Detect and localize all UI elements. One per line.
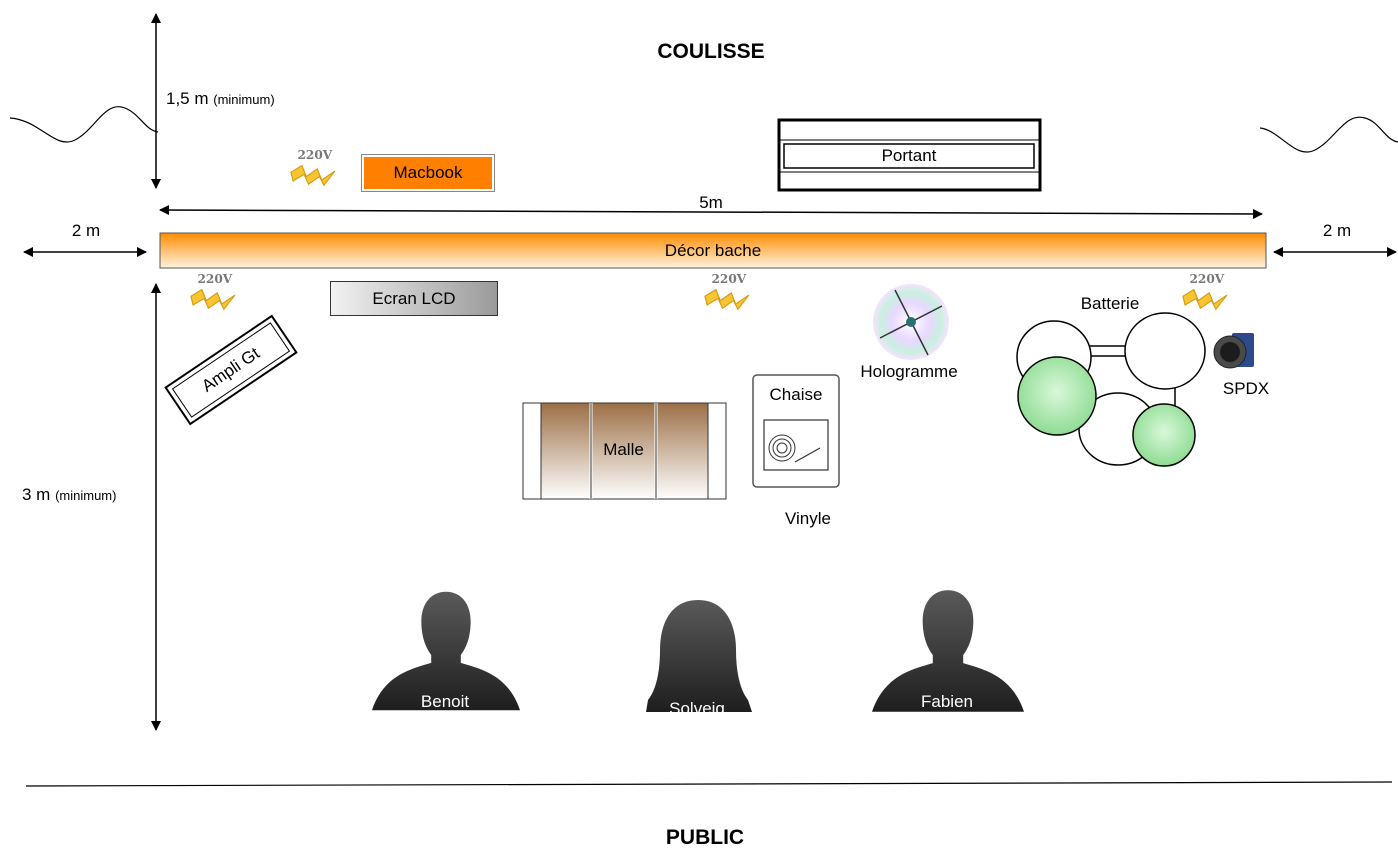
macbook-box: Macbook bbox=[361, 154, 495, 192]
public-title: PUBLIC bbox=[665, 826, 745, 849]
backstage-depth-label: 1,5 m (minimum) bbox=[166, 89, 275, 108]
decor-bache-label: Décor bache bbox=[664, 240, 762, 260]
power-icon bbox=[190, 272, 236, 310]
person-solveig-label: Solveig bbox=[669, 699, 725, 718]
hologramme-label: Hologramme bbox=[860, 362, 958, 381]
stage-edge-line bbox=[25, 781, 1393, 787]
decor-bache-shape bbox=[159, 232, 1267, 269]
vinyle-label: Vinyle bbox=[785, 509, 831, 528]
person-solveig-icon bbox=[646, 600, 752, 712]
power-icon bbox=[290, 148, 336, 186]
chaise-label: Chaise bbox=[769, 385, 823, 404]
malle-label: Malle bbox=[603, 440, 644, 459]
power-icon bbox=[704, 272, 750, 310]
portant-label: Portant bbox=[881, 146, 937, 165]
width-arrow bbox=[159, 205, 1263, 219]
person-fabien-label: Fabien bbox=[921, 692, 973, 711]
ampli-gt-shape bbox=[164, 314, 298, 426]
curtain-left bbox=[9, 106, 159, 143]
power-icon bbox=[1182, 272, 1228, 310]
curtain-right bbox=[1259, 116, 1398, 153]
ecran-lcd-box: Ecran LCD bbox=[330, 281, 498, 316]
backstage-title: COULISSE bbox=[657, 40, 765, 63]
portant-inner bbox=[783, 143, 1035, 169]
batterie-label: Batterie bbox=[1080, 294, 1140, 313]
stage-depth-label: 3 m (minimum) bbox=[22, 485, 117, 504]
hologramme-icon bbox=[873, 284, 949, 360]
vinyle-icon bbox=[763, 419, 829, 471]
width-label: 5m bbox=[699, 193, 723, 212]
side-left-label: 2 m bbox=[71, 221, 101, 240]
side-right-label: 2 m bbox=[1322, 221, 1352, 240]
spdx-icon bbox=[1213, 333, 1254, 369]
spdx-label: SPDX bbox=[1222, 379, 1270, 398]
malle-shape bbox=[522, 402, 727, 500]
batterie-shape bbox=[1016, 312, 1206, 467]
person-benoit-label: Benoit bbox=[420, 692, 470, 711]
